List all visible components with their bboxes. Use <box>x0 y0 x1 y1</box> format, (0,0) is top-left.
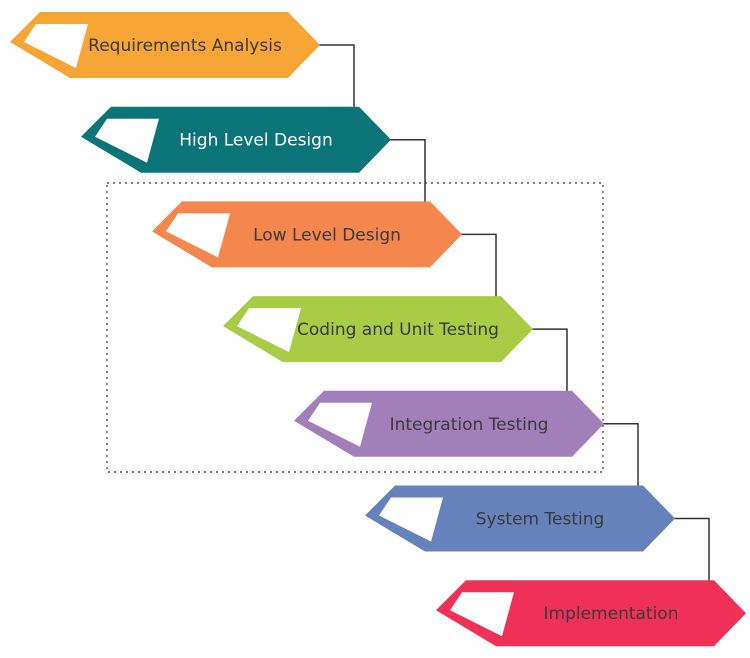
stage-requirements-analysis: Requirements Analysis <box>10 12 320 78</box>
stage-label-low-level-design: Low Level Design <box>253 225 401 245</box>
stage-system-testing: System Testing <box>365 485 675 552</box>
stage-label-system-testing: System Testing <box>476 510 605 530</box>
stage-window-high-level-design <box>95 118 159 163</box>
stage-window-requirements-analysis <box>24 24 88 68</box>
stage-window-coding-and-unit-testing <box>237 308 301 353</box>
stage-arrow-coding-and-unit-testing <box>223 296 533 363</box>
stage-coding-and-unit-testing: Coding and Unit Testing <box>223 296 533 363</box>
stage-window-low-level-design <box>166 213 230 258</box>
stage-implementation: Implementation <box>436 580 746 647</box>
stage-arrow-system-testing <box>365 485 675 552</box>
stage-arrow-high-level-design <box>81 106 391 173</box>
stage-window-implementation <box>450 592 514 637</box>
stage-high-level-design: High Level Design <box>81 106 391 173</box>
stage-arrow-requirements-analysis <box>10 12 320 78</box>
stage-label-high-level-design: High Level Design <box>179 131 332 151</box>
stage-integration-testing: Integration Testing <box>294 390 604 457</box>
stage-label-implementation: Implementation <box>544 604 679 624</box>
phase-highlight-box <box>106 182 604 473</box>
stage-window-system-testing <box>379 497 443 542</box>
stage-label-requirements-analysis: Requirements Analysis <box>88 36 282 56</box>
stage-window-integration-testing <box>308 402 372 447</box>
stage-low-level-design: Low Level Design <box>152 201 462 268</box>
stage-label-coding-and-unit-testing: Coding and Unit Testing <box>297 320 499 340</box>
stage-arrow-integration-testing <box>294 390 604 457</box>
stage-connectors <box>294 44 710 583</box>
stage-label-integration-testing: Integration Testing <box>390 415 549 435</box>
stage-arrow-implementation <box>436 580 746 647</box>
stage-arrow-low-level-design <box>152 201 462 268</box>
